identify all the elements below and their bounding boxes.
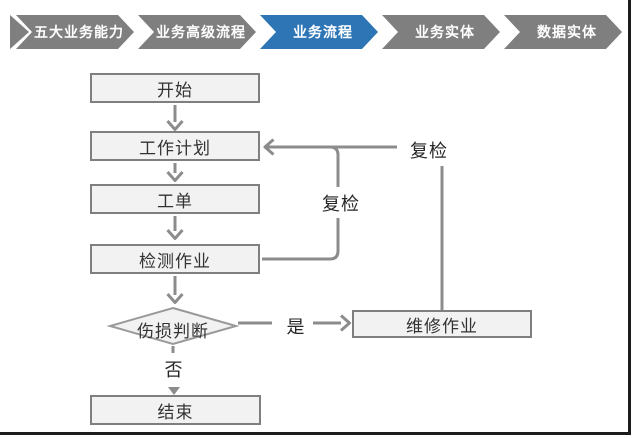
nav-item-data-entity[interactable]: 数据实体 [504,15,622,49]
nav-item-high-level-process[interactable]: 业务高级流程 [138,15,256,49]
decision-diamond-shape [106,306,240,346]
page-edge-bottom [0,432,631,435]
node-damage-decision-label: 伤损判断 [110,317,236,342]
arrowhead-down-icon [166,293,184,304]
node-repair-job: 维修作业 [352,310,532,338]
node-end: 结束 [90,395,261,425]
arrowhead-down-icon [166,171,184,182]
arrowhead-right-icon [340,314,351,332]
nav-item-business-process-active[interactable]: 业务流程 [260,15,378,49]
node-label: 结束 [157,402,194,422]
page-edge-right [628,0,631,435]
node-work-order: 工单 [90,184,260,214]
nav-item-five-capabilities[interactable]: 五大业务能力 [16,15,134,49]
node-label: 开始 [157,80,193,100]
edge-label-yes: 是 [280,313,312,339]
edge-label-no: 否 [158,356,190,382]
edge-label-recheck-outer: 复检 [405,137,453,163]
node-label: 检测作业 [139,251,211,271]
arrowhead-down-icon [166,120,184,131]
nav-item-label: 五大业务能力 [34,24,124,40]
node-inspection-job: 检测作业 [90,244,260,274]
nav-item-label: 业务实体 [415,24,475,40]
node-work-plan: 工作计划 [90,131,260,161]
node-start: 开始 [90,73,260,103]
nav-item-label: 业务高级流程 [156,24,246,40]
recheck-inner-loop-lower [262,218,340,261]
nav-item-label: 业务流程 [293,24,353,40]
edge-label-recheck-inner: 复检 [317,190,365,216]
node-label: 工作计划 [139,138,211,158]
nav-item-label: 数据实体 [537,24,597,40]
arrowhead-small-down-icon [168,387,180,395]
nav-item-business-entity[interactable]: 业务实体 [382,15,500,49]
arrowhead-left-icon [263,138,275,156]
node-label: 维修作业 [406,316,478,336]
recheck-inner-loop-upper [329,145,340,187]
node-label: 伤损判断 [137,322,209,341]
node-label: 工单 [157,191,193,211]
arrowhead-down-icon [166,229,184,240]
